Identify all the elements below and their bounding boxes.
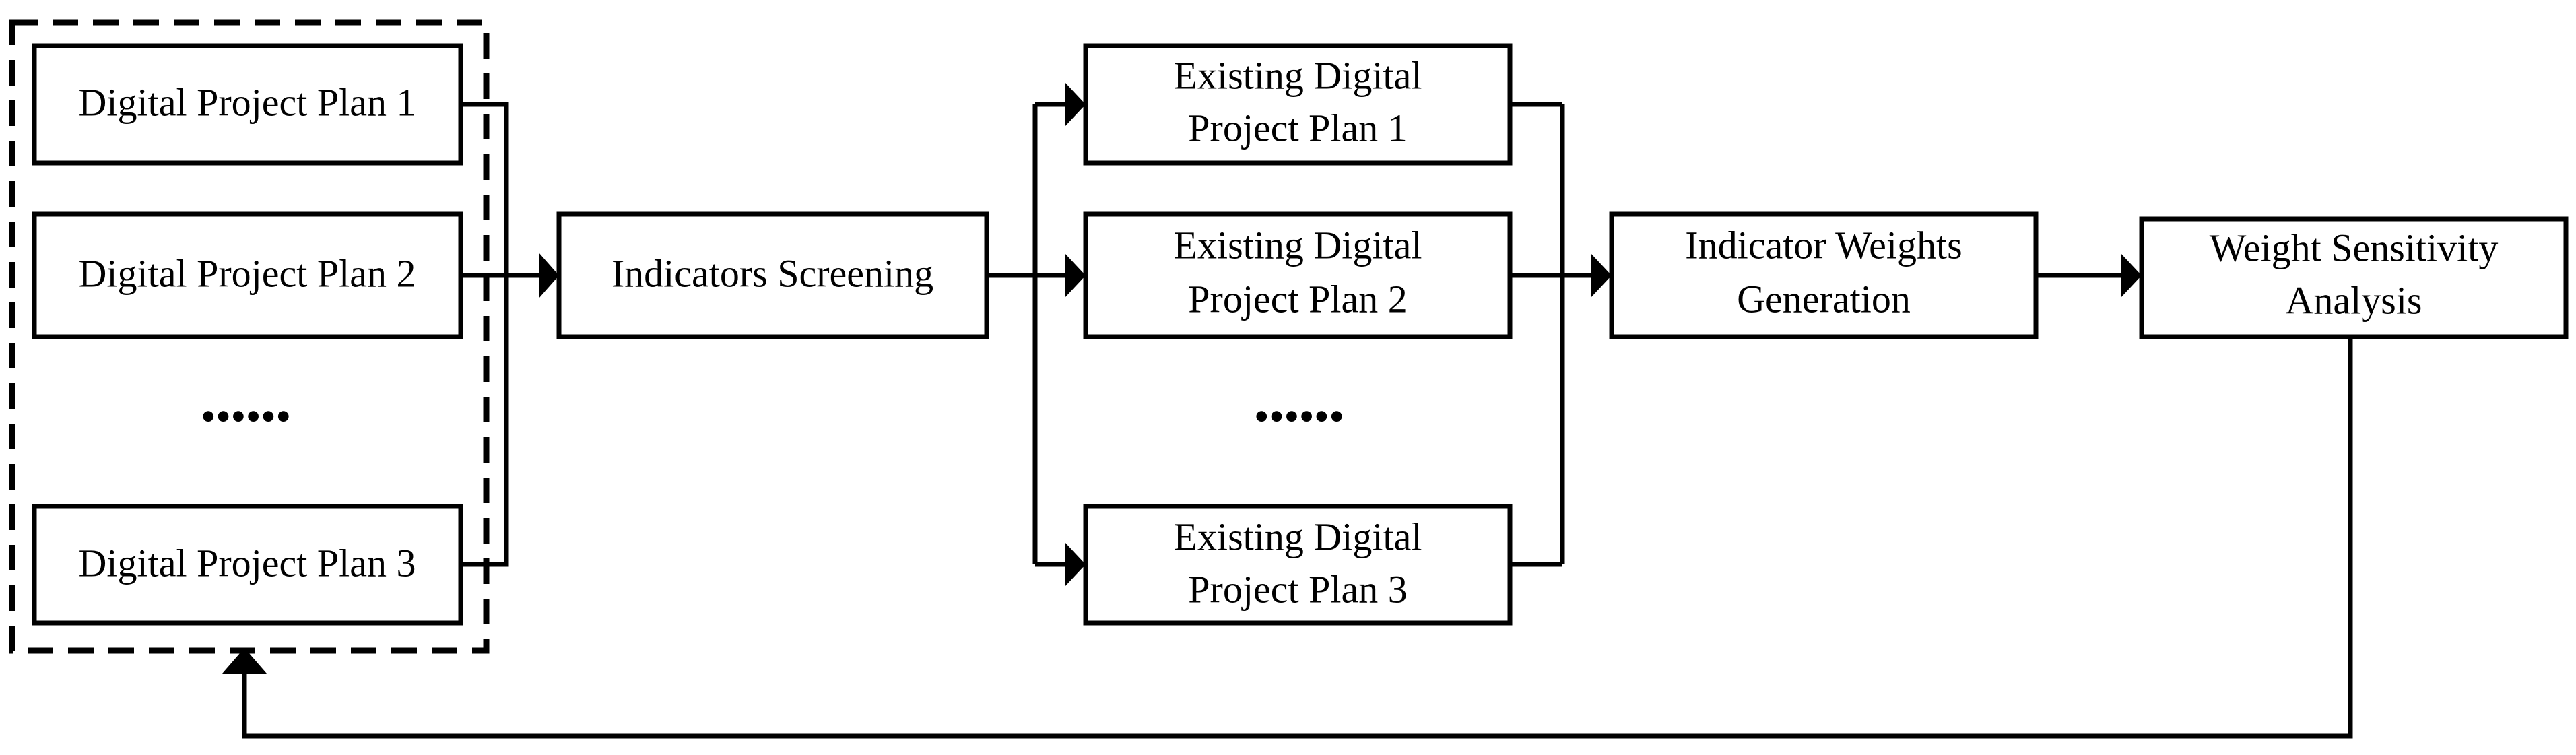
node-existing-digital-project-plan-3[interactable]: Existing Digital Project Plan 3	[1083, 504, 1513, 626]
node-digital-project-plan-2[interactable]: Digital Project Plan 2	[32, 211, 463, 339]
node-indicator-weights-generation[interactable]: Indicator Weights Generation	[1609, 211, 2039, 339]
node-box-existing-2[interactable]	[1083, 211, 1513, 339]
node-box-weight-sensitivity-analysis[interactable]	[2139, 216, 2569, 339]
arrowhead-to-existing3	[1065, 543, 1086, 586]
node-label-existing-3-line2: Project Plan 3	[1188, 567, 1407, 611]
node-label-existing-2-line2: Project Plan 2	[1188, 277, 1407, 321]
node-label-existing-2-line1: Existing Digital	[1174, 223, 1422, 267]
candidate-group-dashed-border	[9, 19, 490, 654]
arrowhead-existing-to-weights	[1591, 254, 1612, 297]
node-digital-project-plan-3[interactable]: Digital Project Plan 3	[32, 504, 463, 626]
node-label-existing-1-line2: Project Plan 1	[1188, 106, 1407, 150]
arrowhead-to-existing1	[1065, 83, 1086, 126]
arrowhead-weights-to-sensitivity	[2121, 254, 2142, 297]
arrowhead-candidates-to-screening	[539, 253, 559, 298]
existing-group-ellipsis: ••••••	[1255, 394, 1345, 438]
node-indicators-screening[interactable]: Indicators Screening	[556, 211, 989, 339]
node-label-plan-1: Digital Project Plan 1	[79, 80, 416, 124]
node-label-plan-3: Digital Project Plan 3	[79, 541, 416, 585]
arrowhead-to-existing2	[1065, 254, 1086, 297]
node-box-plan-1[interactable]	[32, 43, 463, 166]
arrowhead-feedback-to-candidates	[222, 648, 267, 674]
node-label-plan-2: Digital Project Plan 2	[79, 251, 416, 295]
node-label-sensitivity-line2: Analysis	[2286, 278, 2422, 322]
node-box-indicators-screening[interactable]	[556, 211, 989, 339]
node-label-weights-line2: Generation	[1737, 277, 1911, 321]
edge-feedback-loop	[242, 337, 2353, 739]
node-box-plan-3[interactable]	[32, 504, 463, 626]
node-existing-digital-project-plan-1[interactable]: Existing Digital Project Plan 1	[1083, 43, 1513, 166]
edge-plan3-to-bus	[461, 275, 509, 567]
node-box-indicator-weights-generation[interactable]	[1609, 211, 2039, 339]
node-box-existing-1[interactable]	[1083, 43, 1513, 166]
node-weight-sensitivity-analysis[interactable]: Weight Sensitivity Analysis	[2139, 216, 2569, 339]
node-existing-digital-project-plan-2[interactable]: Existing Digital Project Plan 2	[1083, 211, 1513, 339]
node-label-existing-3-line1: Existing Digital	[1174, 515, 1422, 558]
node-label-indicators-screening: Indicators Screening	[612, 251, 933, 295]
candidate-group-ellipsis: ••••••	[201, 394, 292, 438]
node-label-weights-line1: Indicator Weights	[1685, 223, 1962, 267]
node-label-sensitivity-line1: Weight Sensitivity	[2210, 226, 2499, 269]
node-box-plan-2[interactable]	[32, 211, 463, 339]
node-digital-project-plan-1[interactable]: Digital Project Plan 1	[32, 43, 463, 166]
node-box-existing-3[interactable]	[1083, 504, 1513, 626]
edge-plan1-to-bus	[461, 102, 509, 275]
node-label-existing-1-line1: Existing Digital	[1174, 53, 1422, 97]
